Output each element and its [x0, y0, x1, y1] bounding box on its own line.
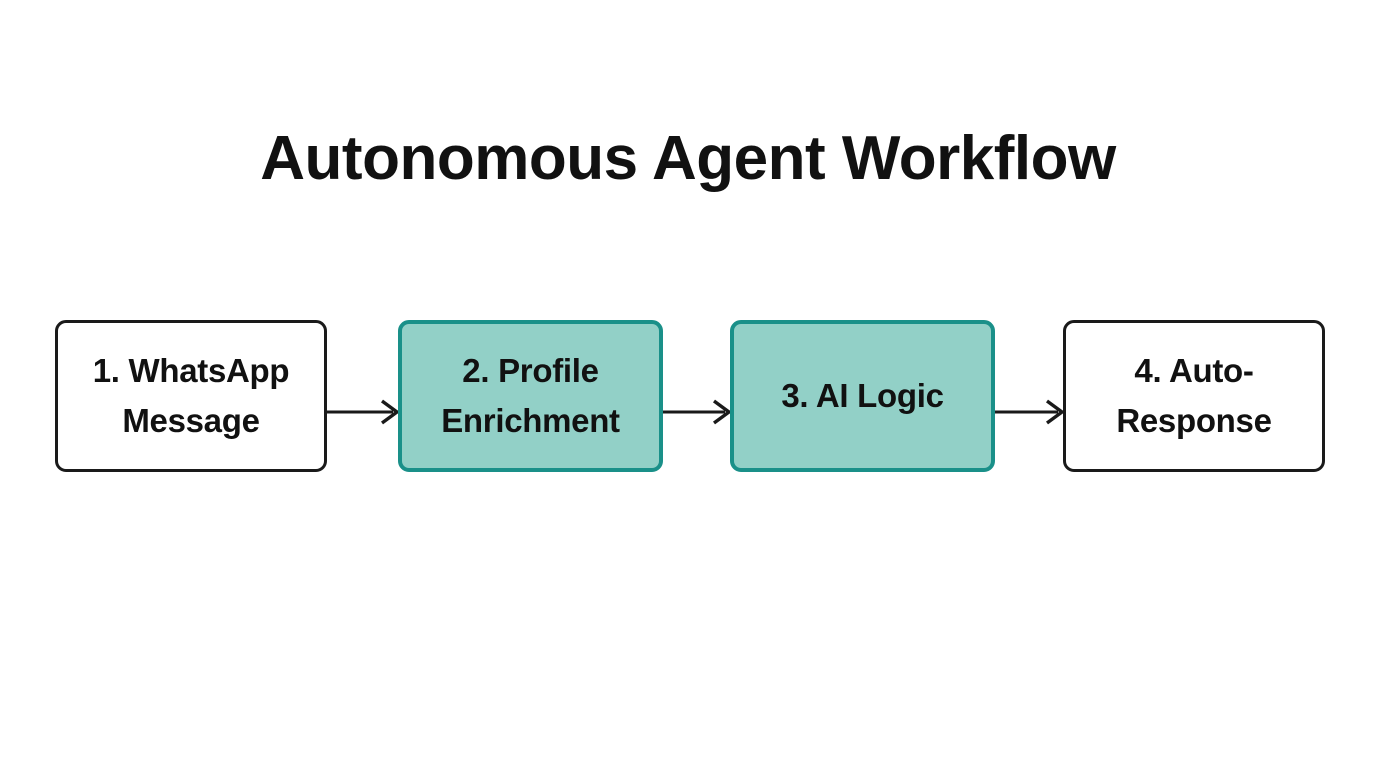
flow-node-label: 1. WhatsApp Message — [92, 351, 290, 439]
connector-arrow-2-to-3 — [663, 397, 734, 427]
workflow-flow-row: 1. WhatsApp Message 2. Profile Enrichmen… — [0, 320, 1376, 472]
flow-node-label: 3. AI Logic — [781, 376, 944, 414]
connector-arrow-1-to-2 — [327, 397, 402, 427]
connector-arrow-3-to-4 — [995, 397, 1067, 427]
flow-node-profile-enrichment[interactable]: 2. Profile Enrichment — [398, 320, 663, 472]
page-title: Autonomous Agent Workflow — [260, 124, 1116, 193]
flow-node-whatsapp-message[interactable]: 1. WhatsApp Message — [55, 320, 327, 472]
flow-node-label: 2. Profile Enrichment — [441, 351, 620, 439]
flow-node-auto-response[interactable]: 4. Auto- Response — [1063, 320, 1325, 472]
arrow-right-icon — [327, 399, 400, 425]
arrow-right-icon — [995, 399, 1065, 425]
flow-node-ai-logic[interactable]: 3. AI Logic — [730, 320, 995, 472]
flow-node-label: 4. Auto- Response — [1116, 351, 1272, 439]
arrow-right-icon — [663, 399, 732, 425]
